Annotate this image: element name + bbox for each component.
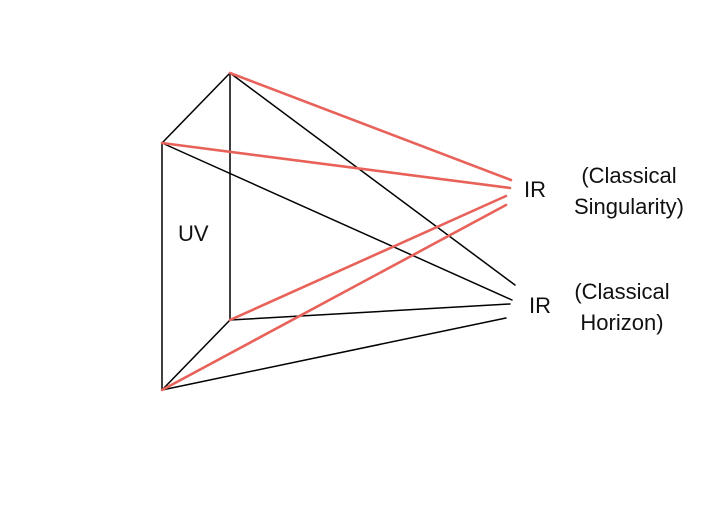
edge-inner-to-ir-bottom <box>229 303 511 321</box>
red-edge-inner-to-ir-top <box>228 194 508 322</box>
ir-top-label: IR <box>524 177 546 202</box>
uv-label: UV <box>178 221 209 246</box>
edge-top-left-to-top <box>161 72 231 144</box>
red-edge-top-left-to-ir-top <box>160 141 512 190</box>
edge-bottom-left-to-ir-bottom <box>161 317 507 391</box>
edge-top-left-to-ir-bottom <box>161 142 513 301</box>
classical-horizon-line1: (Classical <box>574 279 670 304</box>
red-edges <box>160 71 513 392</box>
black-edges <box>161 72 516 391</box>
classical-singularity-line1: (Classical <box>581 163 677 188</box>
classical-horizon-note: (Classical Horizon) <box>560 276 684 338</box>
edge-bottom-left-to-inner <box>161 319 231 391</box>
red-edge-top-to-ir-top <box>228 71 513 182</box>
ir-bottom-label: IR <box>529 293 551 318</box>
classical-horizon-line2: Horizon) <box>580 310 664 335</box>
classical-singularity-line2: Singularity) <box>573 194 685 219</box>
edge-top-to-ir-bottom <box>229 72 516 286</box>
classical-singularity-note: (Classical Singularity) <box>566 160 692 222</box>
red-edge-bottom-left-to-ir-top <box>160 203 508 392</box>
